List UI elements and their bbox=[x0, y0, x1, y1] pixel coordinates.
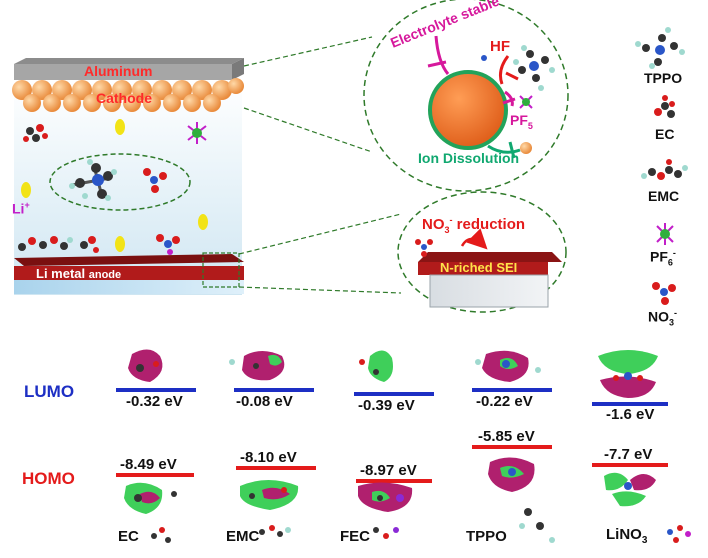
hf-label: HF bbox=[490, 38, 510, 55]
anode-zoom-box bbox=[202, 252, 240, 288]
legend-pf6-label: PF6- bbox=[650, 248, 676, 268]
ion-dissolution-inhibition-line bbox=[487, 144, 521, 154]
orbital-level-lines bbox=[116, 388, 668, 483]
battery-schematic bbox=[12, 58, 244, 295]
homo-orbital-lino3 bbox=[604, 472, 656, 507]
legend-emc-label: EMC bbox=[648, 188, 680, 204]
legend-ec-label: EC bbox=[655, 126, 675, 142]
reduction-arrow bbox=[460, 228, 488, 250]
hf-inhibition-line bbox=[499, 55, 510, 85]
legend-molecules bbox=[635, 27, 688, 305]
zoom-connectors bbox=[238, 36, 402, 294]
homo-orbital-ec bbox=[124, 482, 177, 514]
legend-tppo-icon bbox=[635, 27, 685, 69]
tppo-molecule bbox=[69, 159, 117, 201]
homo-energy-emc: -8.10 eV bbox=[240, 449, 297, 466]
pf6-molecule bbox=[187, 122, 207, 144]
electrolyte-inhibition-line bbox=[434, 35, 450, 75]
homo-energy-tppo: -5.85 eV bbox=[478, 428, 535, 445]
homo-label: HOMO bbox=[22, 469, 75, 488]
legend-no3-label: NO3- bbox=[648, 308, 678, 328]
homo-orbital-emc bbox=[240, 480, 299, 510]
lumo-label: LUMO bbox=[24, 382, 75, 401]
homo-energy-lino3: -7.7 eV bbox=[604, 446, 653, 463]
nitrate-molecule-2 bbox=[156, 234, 180, 255]
lumo-orbital-emc bbox=[229, 351, 285, 381]
molecule-name-ec: EC bbox=[118, 528, 139, 545]
aluminum-current-collector bbox=[14, 64, 232, 80]
lumo-energy-lino3: -1.6 eV bbox=[606, 406, 655, 423]
lumo-energy-ec: -0.32 eV bbox=[126, 393, 183, 410]
sei-layer bbox=[418, 262, 548, 275]
molecule-name-lino3: LiNO3 bbox=[606, 526, 648, 546]
li-metal-anode-label: Li metal anode bbox=[36, 266, 122, 281]
ion-dissolution-label: Ion Dissolution bbox=[418, 150, 520, 166]
nitrate-reduction-label: NO3- reduction bbox=[422, 215, 526, 235]
homo-orbitals bbox=[124, 457, 691, 543]
emc-molecule bbox=[18, 236, 73, 251]
lumo-orbital-tppo bbox=[475, 350, 541, 382]
legend-no3-icon bbox=[652, 282, 676, 305]
cathode-particles bbox=[12, 78, 244, 112]
lumo-orbital-ec bbox=[128, 349, 163, 382]
cathode-zoom-circle bbox=[363, 0, 569, 192]
legend-pf6-icon bbox=[656, 223, 674, 245]
ec-molecule-2 bbox=[80, 236, 99, 253]
fec-small-icon bbox=[373, 527, 399, 539]
ec-molecule bbox=[23, 124, 48, 142]
nitrate-molecule bbox=[143, 168, 167, 193]
molecule-name-fec: FEC bbox=[340, 528, 370, 545]
lumo-orbitals bbox=[128, 349, 658, 398]
li-metal-anode bbox=[14, 266, 244, 280]
nitrate-molecule-zoom bbox=[415, 239, 433, 257]
homo-energy-ec: -8.49 eV bbox=[120, 456, 177, 473]
homo-orbital-tppo bbox=[488, 457, 555, 543]
li-ion-label: Li+ bbox=[12, 200, 30, 217]
cathode-label: Cathode bbox=[96, 90, 152, 106]
lumo-orbital-fec bbox=[359, 350, 393, 382]
lumo-orbital-lino3 bbox=[598, 350, 658, 398]
cathode-particle-large bbox=[428, 70, 508, 150]
anode-zoom-circle bbox=[397, 191, 567, 313]
pf5-label: PF5 bbox=[510, 112, 533, 131]
homo-orbital-fec bbox=[358, 482, 413, 512]
sei-label: N-riched SEI bbox=[440, 260, 518, 275]
lumo-energy-emc: -0.08 eV bbox=[236, 393, 293, 410]
tppo-molecule-zoom bbox=[513, 45, 555, 91]
legend-tppo-label: TPPO bbox=[644, 70, 683, 86]
molecule-name-tppo: TPPO bbox=[466, 528, 507, 545]
emc-small-icon bbox=[259, 525, 291, 537]
lino3-small-icon bbox=[667, 525, 691, 543]
lithium-ions bbox=[21, 119, 208, 252]
homo-energy-fec: -8.97 eV bbox=[360, 462, 417, 479]
aluminum-label: Aluminum bbox=[84, 63, 153, 79]
lumo-energy-fec: -0.39 eV bbox=[358, 397, 415, 414]
lumo-energy-tppo: -0.22 eV bbox=[476, 393, 533, 410]
dissolved-ion bbox=[520, 142, 532, 154]
legend-emc-icon bbox=[641, 159, 688, 180]
pf5-molecule-zoom bbox=[519, 95, 533, 109]
tppo-solvation-ellipse bbox=[49, 153, 191, 211]
molecule-name-emc: EMC bbox=[226, 528, 260, 545]
ec-small-icon bbox=[151, 527, 171, 543]
legend-ec-icon bbox=[654, 95, 675, 118]
li-metal-block bbox=[429, 274, 549, 308]
